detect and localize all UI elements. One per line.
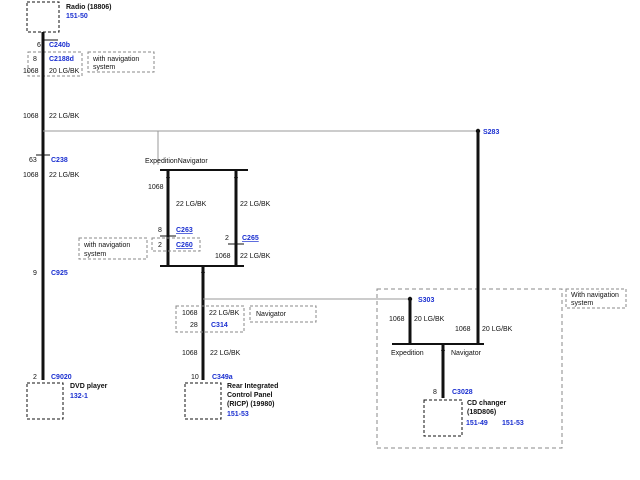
c925-id[interactable]: C925 bbox=[51, 270, 68, 277]
c240b-pin: 6 bbox=[37, 42, 41, 49]
c2188d-pin: 8 bbox=[33, 56, 37, 63]
c925-pin: 9 bbox=[33, 270, 37, 277]
nav-note-3-line2: system bbox=[571, 300, 593, 307]
wire-w3-circuit: 1068 bbox=[23, 172, 39, 179]
radio-component-box bbox=[26, 1, 60, 33]
cd-line1: CD changer bbox=[467, 400, 507, 407]
c314-id[interactable]: C314 bbox=[211, 322, 228, 329]
wire-w2-color: 22 LG/BK bbox=[49, 113, 80, 120]
wire-w1-circuit: 1068 bbox=[23, 68, 39, 75]
c260-pin: 2 bbox=[158, 242, 162, 249]
cd-ref1-link[interactable]: 151-49 bbox=[466, 420, 488, 427]
c349a-pin: 10 bbox=[191, 374, 199, 381]
c314-pin: 28 bbox=[190, 322, 198, 329]
c349a-id[interactable]: C349a bbox=[212, 374, 233, 381]
wire-w10-circuit: 1068 bbox=[389, 316, 405, 323]
ricp-line2: Control Panel bbox=[227, 392, 273, 399]
c3028-pin: 8 bbox=[433, 389, 437, 396]
wire-w2-circuit: 1068 bbox=[23, 113, 39, 120]
dvd-ref-link[interactable]: 132-1 bbox=[70, 393, 88, 400]
nav-note-2-line2: system bbox=[84, 251, 106, 258]
nav-note-2-box bbox=[78, 237, 148, 260]
wire-w11-circuit: 1068 bbox=[455, 326, 471, 333]
c265-id[interactable]: C265 bbox=[242, 235, 259, 242]
wire-w1-color: 20 LG/BK bbox=[49, 68, 80, 75]
dvd-name: DVD player bbox=[70, 383, 108, 390]
wire-w6-color: 22 LG/BK bbox=[240, 253, 271, 260]
c238-id[interactable]: C238 bbox=[51, 157, 68, 164]
c9020-pin: 2 bbox=[33, 374, 37, 381]
wire-w4-circuit: 1068 bbox=[148, 184, 164, 191]
nav-note-1-box bbox=[87, 51, 155, 73]
cd-ref2-link[interactable]: 151-53 bbox=[502, 420, 524, 427]
c260-dash-box bbox=[151, 237, 201, 252]
ricp-line1: Rear Integrated bbox=[227, 383, 278, 390]
cd-component-box bbox=[423, 399, 463, 437]
nav-note-2-line1: with navigation bbox=[83, 242, 130, 249]
nav-note-3-line1: With navigation bbox=[571, 292, 619, 299]
c2188d-id[interactable]: C2188d bbox=[49, 56, 74, 63]
branch-navigator-label: Navigator bbox=[451, 350, 482, 357]
c265-pin: 2 bbox=[225, 235, 229, 242]
wire-w7-color: 22 LG/BK bbox=[209, 310, 240, 317]
c263-id[interactable]: C263 bbox=[176, 227, 193, 234]
dvd-component-box bbox=[26, 382, 64, 420]
radio-name: Radio (18806) bbox=[66, 4, 112, 11]
radio-ref-link[interactable]: 151-50 bbox=[66, 13, 88, 20]
c240b-id[interactable]: C240b bbox=[49, 42, 70, 49]
mid-left-arrow bbox=[166, 177, 170, 183]
branch-top-label: ExpeditionNavigator bbox=[145, 158, 208, 165]
mid-right-arrow bbox=[234, 177, 238, 183]
navigator-note-text: Navigator bbox=[256, 311, 287, 318]
wire-w6-circuit: 1068 bbox=[215, 253, 231, 260]
ricp-line3: (RICP) (19980) bbox=[227, 401, 274, 408]
wire-w5-color: 22 LG/BK bbox=[240, 201, 271, 208]
wire-w7-circuit: 1068 bbox=[182, 310, 198, 317]
wire-w8-circuit: 1068 bbox=[182, 350, 198, 357]
c314-dash-box bbox=[175, 305, 245, 333]
branch-expedition-label: Expedition bbox=[391, 350, 424, 357]
c2188d-dash-box bbox=[27, 51, 83, 77]
wire-w10-color: 20 LG/BK bbox=[414, 316, 445, 323]
wire-w8-color: 22 LG/BK bbox=[210, 350, 241, 357]
nav-note-3-box bbox=[565, 288, 627, 309]
wire-w4-color: 22 LG/BK bbox=[176, 201, 207, 208]
cd-line2: (18D806) bbox=[467, 409, 496, 416]
c3028-id[interactable]: C3028 bbox=[452, 389, 473, 396]
ricp-component-box bbox=[184, 382, 222, 420]
c263-pin: 8 bbox=[158, 227, 162, 234]
s283-label[interactable]: S283 bbox=[483, 129, 499, 136]
c238-pin: 63 bbox=[29, 157, 37, 164]
nav-note-1-line1: with navigation bbox=[92, 56, 139, 63]
wire-w11-color: 20 LG/BK bbox=[482, 326, 513, 333]
c9020-id[interactable]: C9020 bbox=[51, 374, 72, 381]
wire-w3-color: 22 LG/BK bbox=[49, 172, 80, 179]
nav-note-1-line2: system bbox=[93, 64, 115, 71]
navigator-note-box bbox=[249, 305, 317, 323]
c260-id[interactable]: C260 bbox=[176, 242, 193, 249]
ricp-ref-link[interactable]: 151-53 bbox=[227, 411, 249, 418]
s303-label[interactable]: S303 bbox=[418, 297, 434, 304]
nav-system-region-box bbox=[376, 288, 563, 449]
